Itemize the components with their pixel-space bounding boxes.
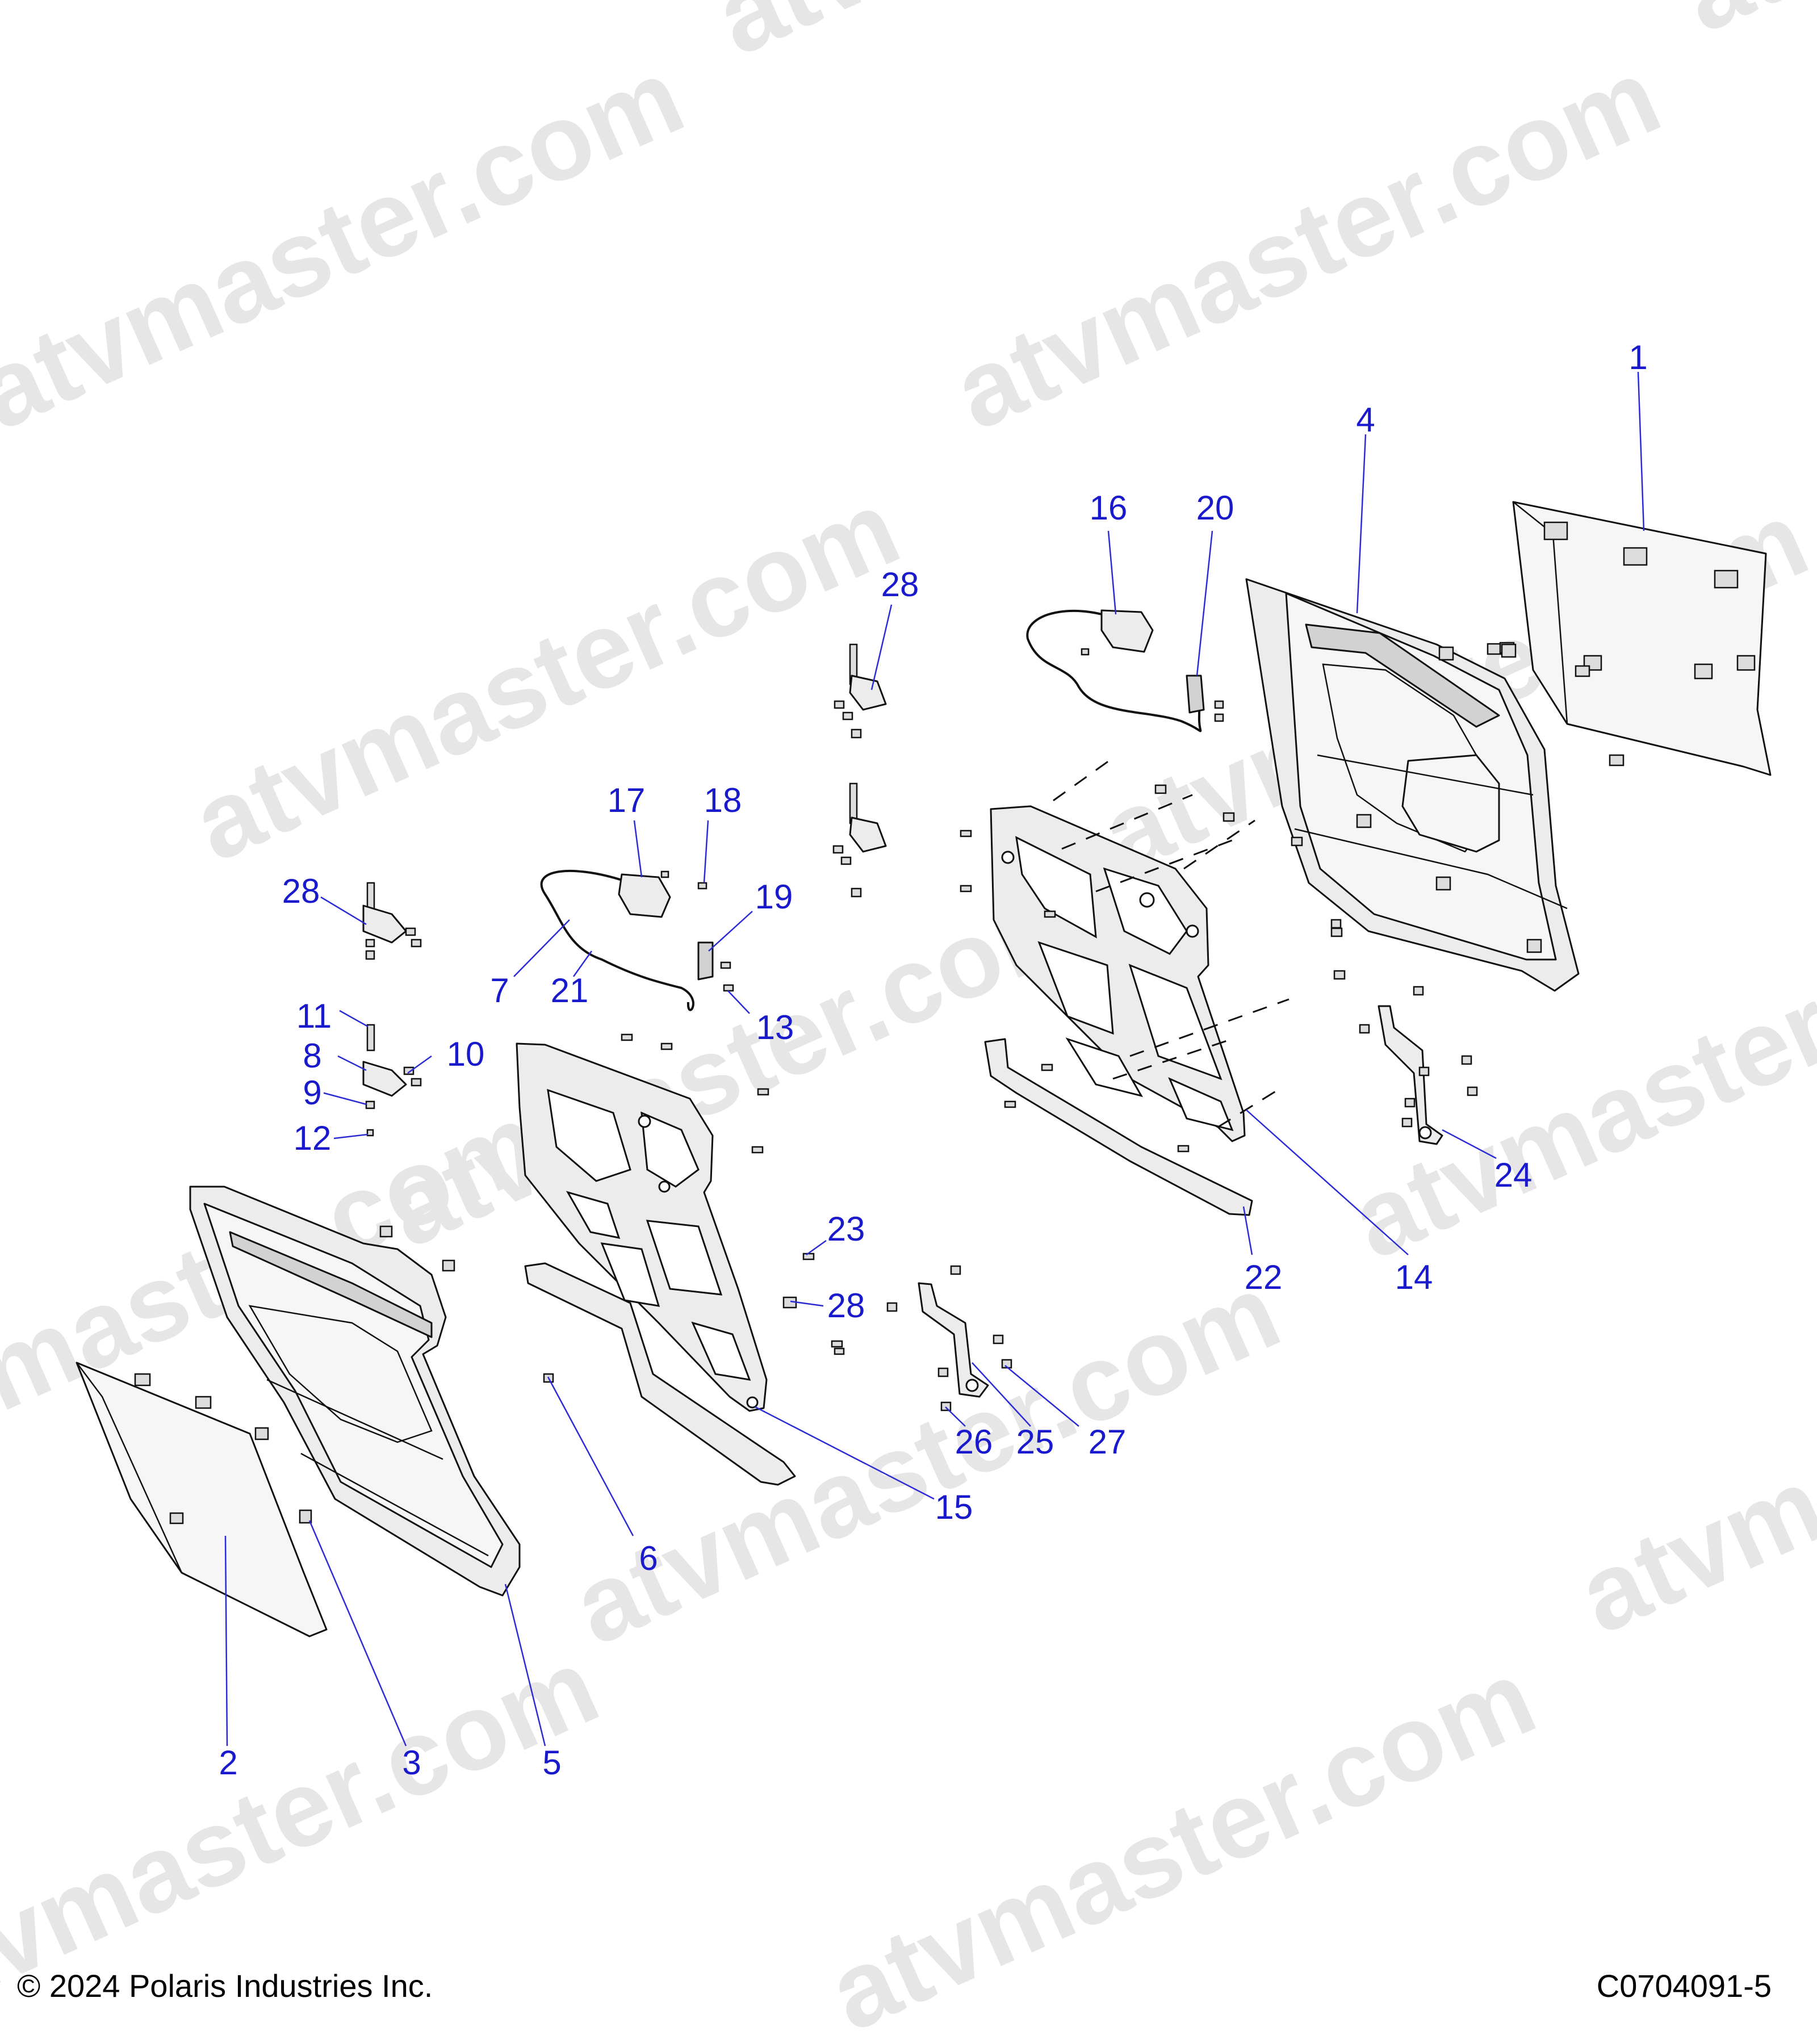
copyright-notice: © 2024 Polaris Industries Inc. <box>17 1968 433 2004</box>
callout-24: 24 <box>1494 1156 1533 1194</box>
callout-5: 5 <box>542 1744 561 1782</box>
clip <box>1609 754 1625 767</box>
callout-28-left: 28 <box>282 872 320 910</box>
callout-15: 15 <box>935 1488 973 1526</box>
callout-20: 20 <box>1196 489 1234 527</box>
clip-3 <box>299 1509 312 1524</box>
weather-strip-upper <box>984 1038 1253 1216</box>
watermark: atvmaster.com <box>176 467 915 885</box>
latch-assembly-upper <box>1026 609 1224 732</box>
door-frame-lower <box>516 1042 768 1412</box>
watermark: atvmaster.com <box>1664 0 1817 55</box>
callout-10: 10 <box>447 1035 485 1073</box>
watermark: atvmaster.com <box>0 36 700 453</box>
callout-12: 12 <box>294 1119 332 1157</box>
hinge-lower <box>834 1282 1012 1411</box>
callout-13: 13 <box>756 1008 794 1046</box>
callout-18: 18 <box>704 781 742 819</box>
door-frame-upper <box>990 805 1246 1142</box>
watermark: atvmaster.com <box>1561 1239 1817 1657</box>
screws-upper-frame <box>960 784 1346 1153</box>
callout-8: 8 <box>303 1037 321 1075</box>
callout-25: 25 <box>1016 1423 1054 1461</box>
callout-11: 11 <box>296 997 332 1035</box>
callout-16: 16 <box>1090 489 1128 527</box>
watermark: atvmaster.com <box>937 36 1676 453</box>
door-shell-upper <box>1245 578 1580 992</box>
callout-2: 2 <box>219 1744 237 1782</box>
callout-labels: 1 4 16 20 28 17 18 19 28 7 21 13 11 8 10… <box>219 338 1647 1782</box>
diagram-code: C0704091-5 <box>1596 1968 1772 2004</box>
clip <box>1487 643 1502 655</box>
callout-23: 23 <box>827 1210 865 1248</box>
callout-9: 9 <box>303 1074 321 1112</box>
hinge-bracket-upper-28 <box>832 643 887 898</box>
trim-panel-right <box>1512 501 1772 776</box>
latch-assembly-lower <box>540 870 734 1011</box>
callout-3: 3 <box>402 1744 421 1782</box>
callout-21: 21 <box>551 971 589 1010</box>
trim-panel-lower <box>76 1362 328 1637</box>
leader-lines <box>224 371 1645 1746</box>
callout-22: 22 <box>1245 1258 1283 1296</box>
hinge-bracket-lower-left <box>362 882 422 1137</box>
callout-28-mid: 28 <box>827 1287 865 1325</box>
alignment-lines-upper <box>1053 757 1290 1128</box>
callout-28-upper: 28 <box>881 566 919 604</box>
callout-27: 27 <box>1088 1423 1127 1461</box>
door-shell-lower <box>189 1186 521 1597</box>
weather-strip-lower <box>524 1262 796 1486</box>
watermark: atvmaster.com <box>698 0 1438 78</box>
callout-17: 17 <box>608 781 646 819</box>
hinge-upper <box>1330 919 1478 1145</box>
watermark: atvmaster.com <box>812 1637 1551 2044</box>
callout-6: 6 <box>639 1539 658 1577</box>
callout-14: 14 <box>1395 1258 1433 1296</box>
clip <box>1575 665 1590 677</box>
callout-26: 26 <box>955 1423 993 1461</box>
callout-19: 19 <box>755 878 793 916</box>
callout-7: 7 <box>490 971 509 1010</box>
callout-1: 1 <box>1628 338 1647 376</box>
callout-4: 4 <box>1356 401 1375 439</box>
